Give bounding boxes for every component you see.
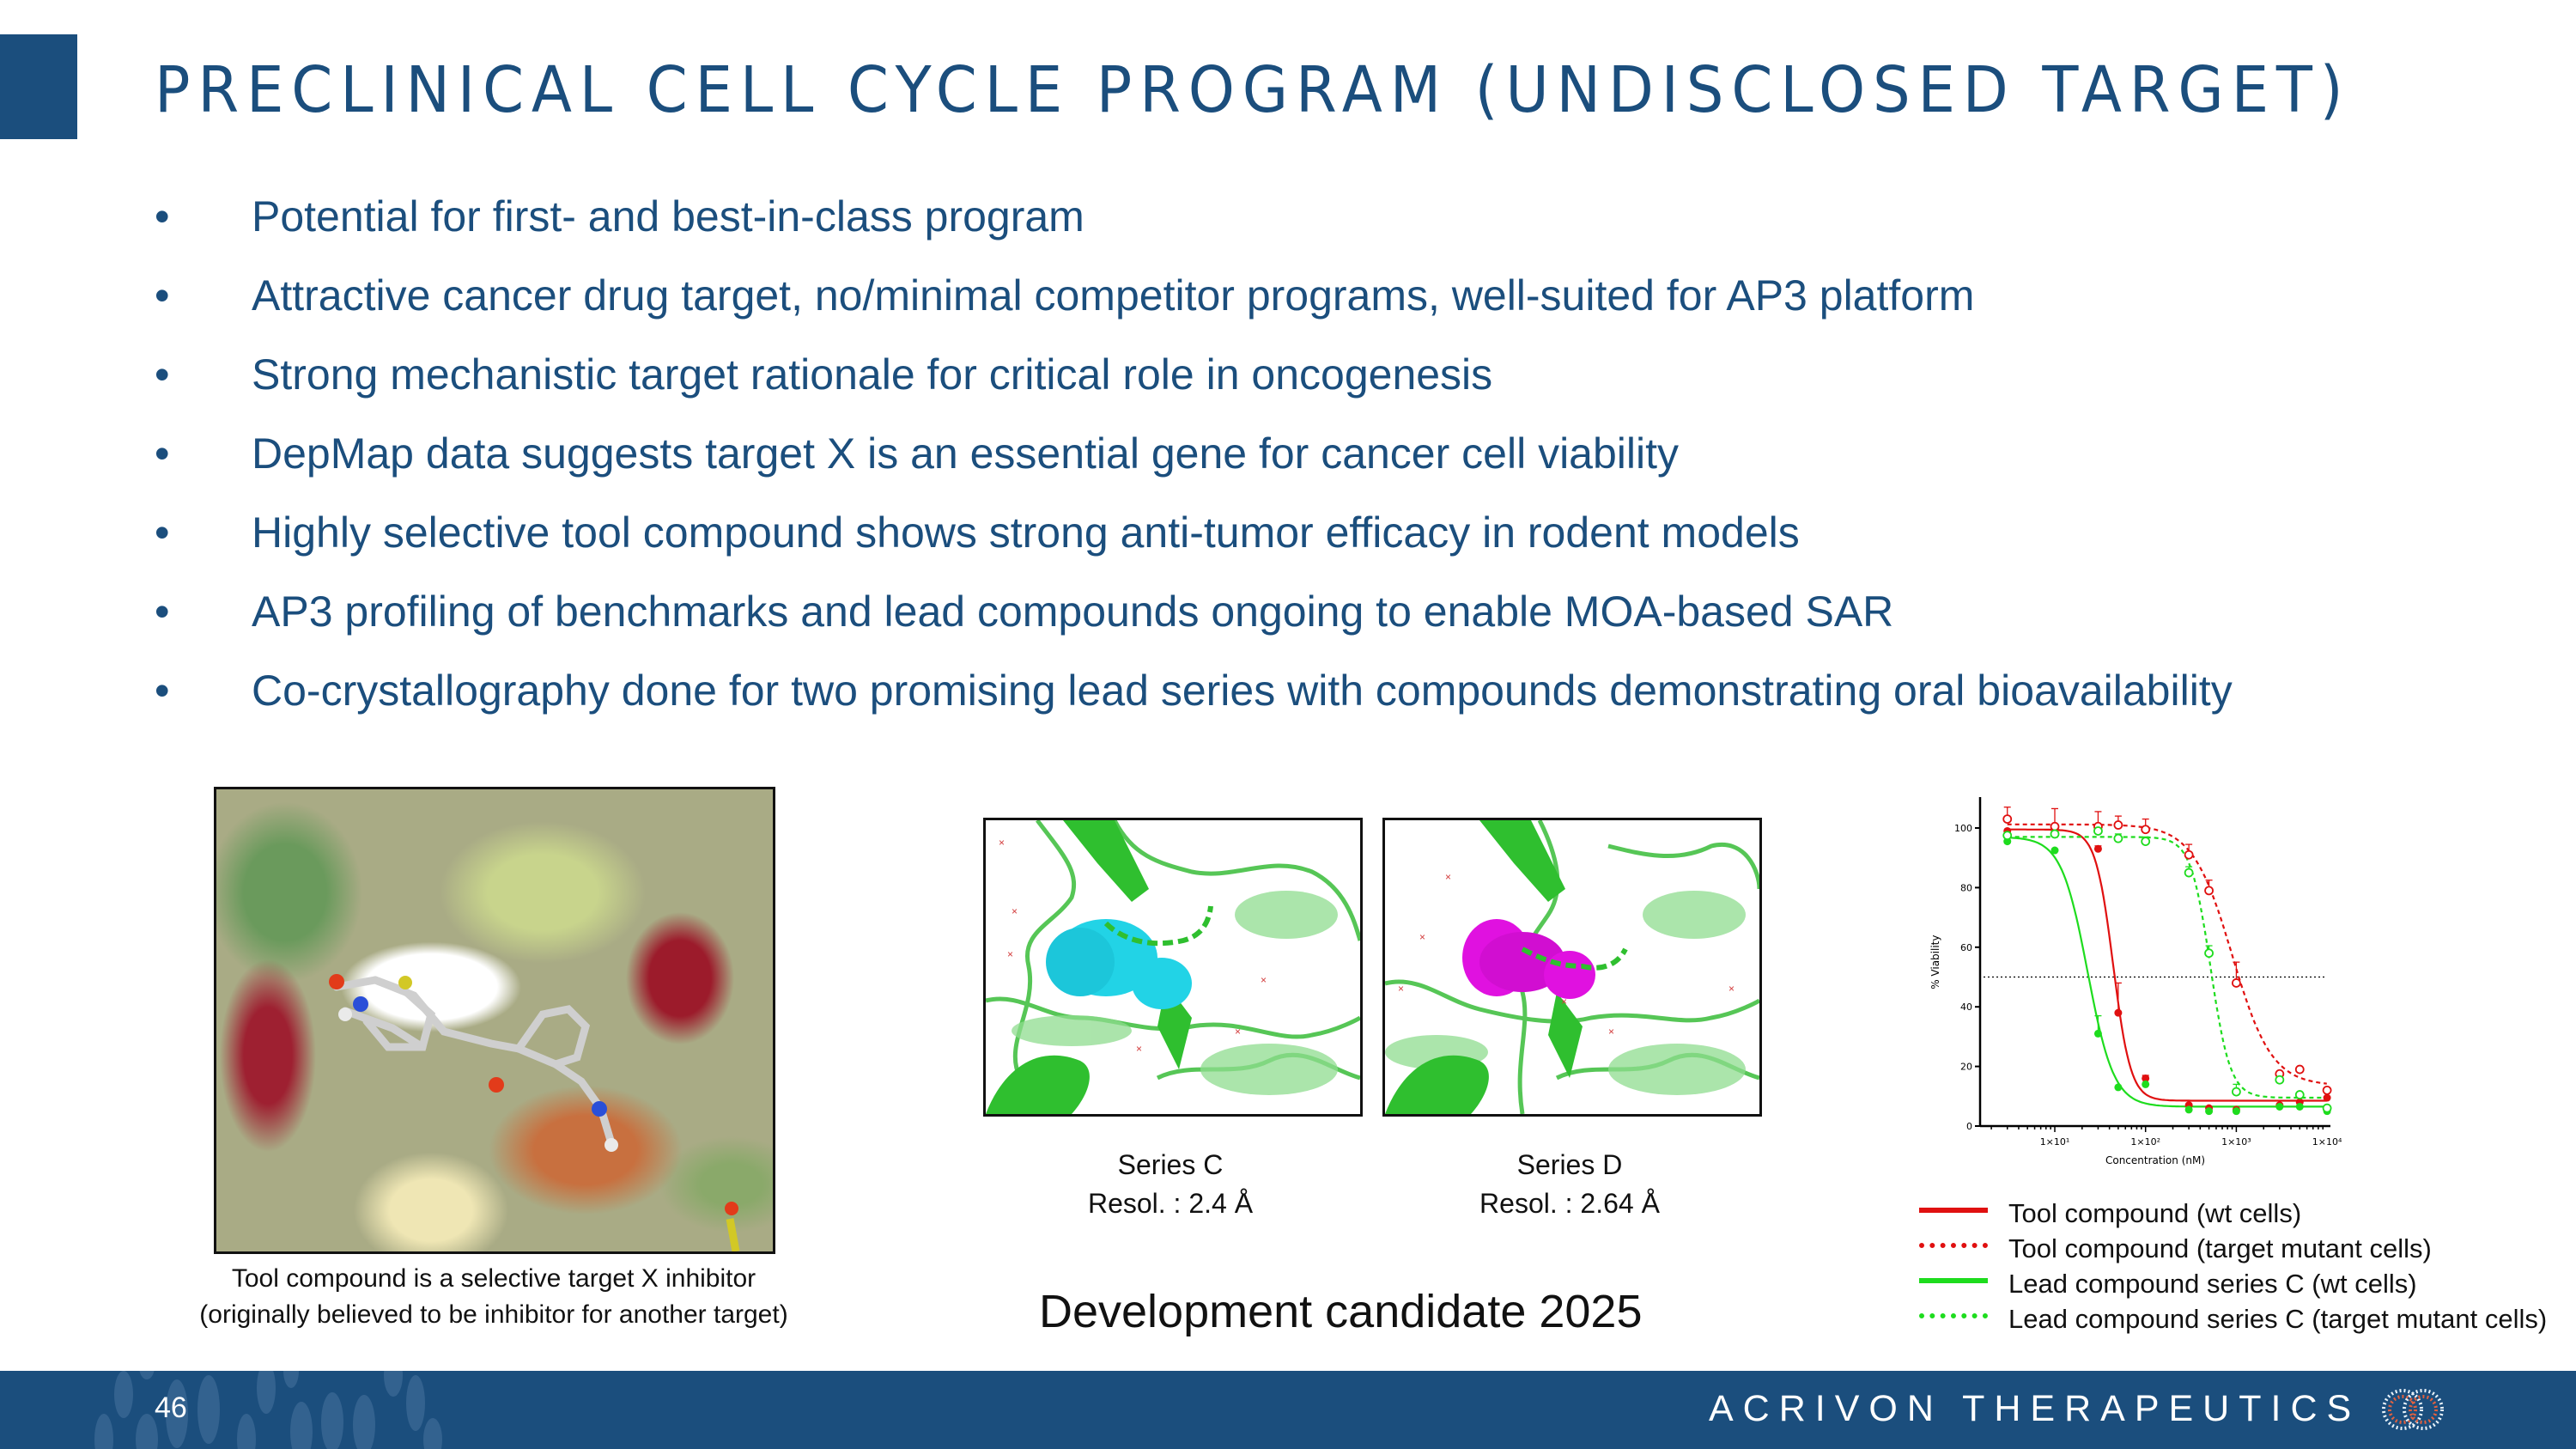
bullet-text: Attractive cancer drug target, no/minima… [252,271,1975,320]
series-c-caption: Series C Resol. : 2.4 Å [983,1146,1358,1223]
svg-text:×: × [1419,931,1425,943]
svg-text:×: × [999,837,1005,849]
svg-text:Concentration (nM): Concentration (nM) [2105,1154,2205,1166]
decorative-bubble [94,1414,113,1449]
decorative-bubble [384,1371,403,1397]
page-number: 46 [155,1391,187,1424]
svg-text:40: 40 [1960,1002,1972,1013]
decorative-bubble [353,1395,375,1449]
protein-ribbon-icon: × × × × × × [986,820,1360,1114]
series-d-name: Series D [1516,1149,1623,1180]
legend-label: Tool compound (target mutant cells) [2008,1233,2432,1263]
decorative-bubble [406,1375,425,1431]
decorative-bubble [166,1379,188,1448]
bullet-marker: • [155,271,170,320]
caption-line: (originally believed to be inhibitor for… [199,1300,788,1329]
caption-line: Tool compound is a selective target X in… [231,1264,756,1293]
decorative-bubble [237,1414,256,1449]
series-d-resolution: Resol. : 2.64 Å [1479,1188,1660,1219]
svg-text:0: 0 [1966,1121,1972,1132]
bullet-marker: • [155,588,170,636]
tool-compound-structure-image [214,787,775,1254]
decorative-bubble [114,1371,133,1418]
bullet-text: Co-crystallography done for two promisin… [252,667,2233,715]
svg-text:1×10²: 1×10² [2130,1136,2160,1148]
bullet-text: DepMap data suggests target X is an esse… [252,429,1680,478]
protein-ribbon-icon: × × × × × × [1385,820,1759,1114]
svg-text:×: × [1261,974,1267,986]
series-c-crystal-structure-image: × × × × × × [983,818,1363,1117]
svg-text:100: 100 [1954,823,1972,834]
decorative-bubble [139,1371,155,1379]
bullet-text: AP3 profiling of benchmarks and lead com… [252,588,1894,636]
legend-swatch-icon [1919,1243,1988,1248]
svg-text:×: × [1608,1026,1614,1038]
bullet-marker: • [155,192,170,240]
svg-text:% Viability: % Viability [1929,935,1941,989]
bullet-marker: • [155,429,170,478]
svg-text:×: × [1012,905,1018,917]
decorative-bubble [321,1392,343,1449]
bullet-marker: • [155,667,170,715]
series-d-crystal-structure-image: × × × × × × [1382,818,1762,1117]
svg-text:1×10⁴: 1×10⁴ [2312,1136,2342,1148]
decorative-bubble [136,1414,158,1449]
company-name: ACRIVON THERAPEUTICS [1709,1388,2361,1429]
acrivon-logo-icon [2382,1389,2444,1430]
svg-text:×: × [1561,995,1567,1008]
footer-bar: 46 ACRIVON THERAPEUTICS [0,1371,2576,1449]
decorative-bubble [283,1371,299,1388]
series-d-caption: Series D Resol. : 2.64 Å [1382,1146,1757,1223]
svg-text:1×10¹: 1×10¹ [2040,1136,2070,1148]
development-candidate-label: Development candidate 2025 [1039,1286,1643,1337]
decorative-bubble [423,1418,442,1449]
svg-text:×: × [1398,983,1404,995]
legend-swatch-icon [1919,1278,1988,1283]
bullet-text: Potential for first- and best-in-class p… [252,192,1084,240]
legend-swatch-icon [1919,1313,1988,1318]
slide-title: PRECLINICAL CELL CYCLE PROGRAM (UNDISCLO… [155,53,2351,127]
decorative-bubble [290,1402,313,1449]
bullet-marker: • [155,350,170,399]
svg-text:60: 60 [1960,942,1972,953]
svg-text:×: × [1728,983,1735,995]
svg-text:20: 20 [1960,1062,1972,1073]
decorative-bubble [257,1371,276,1414]
series-c-name: Series C [1117,1149,1224,1180]
title-accent-block [0,34,77,139]
legend-label: Lead compound series C (wt cells) [2008,1269,2417,1299]
decorative-bubble [197,1375,220,1444]
svg-text:×: × [1136,1043,1142,1055]
bullet-text: Highly selective tool compound shows str… [252,508,1800,557]
svg-text:×: × [1007,948,1013,960]
svg-text:×: × [1445,871,1451,883]
svg-text:80: 80 [1960,882,1972,893]
legend-swatch-icon [1919,1208,1988,1213]
tool-compound-caption: Tool compound is a selective target X in… [155,1261,833,1333]
series-c-resolution: Resol. : 2.4 Å [1087,1188,1254,1219]
svg-text:1×10³: 1×10³ [2221,1136,2251,1148]
dose-response-chart: 0 20 40 60 80 100 1×10¹ 1×10² 1×10³ 1×10⁴ Concentr… [1929,797,2342,1166]
bullet-marker: • [155,508,170,557]
legend-label: Tool compound (wt cells) [2008,1198,2302,1228]
svg-text:×: × [1235,1026,1241,1038]
ligand-stick-model-icon [329,974,740,1251]
legend-label: Lead compound series C (target mutant ce… [2008,1304,2548,1334]
bullet-text: Strong mechanistic target rationale for … [252,350,1493,399]
